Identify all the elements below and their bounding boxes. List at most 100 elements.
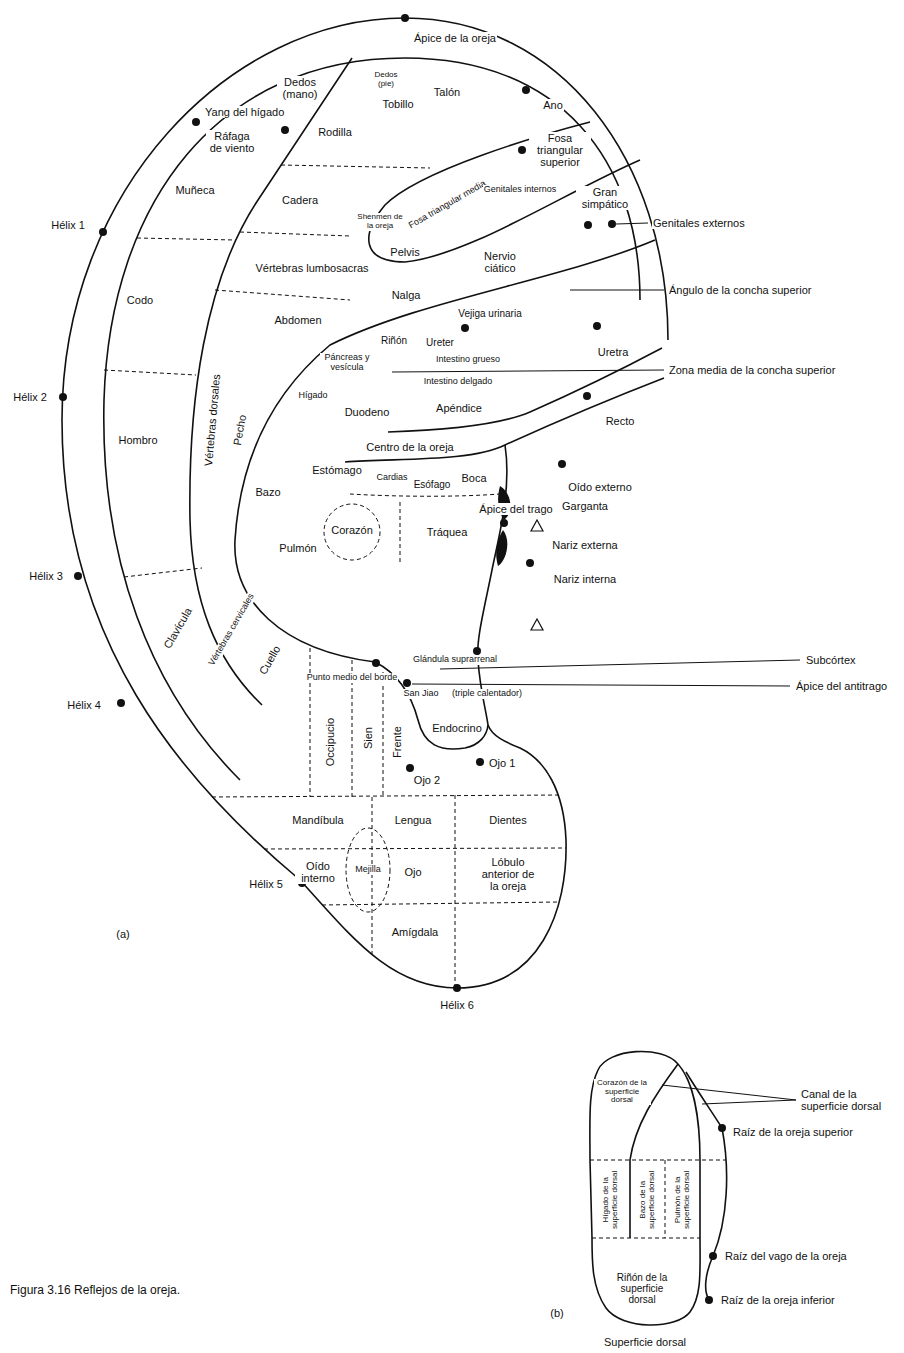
reflex-label: Rodilla <box>317 126 353 138</box>
zone-divider <box>350 494 500 496</box>
cheek-zone <box>346 828 390 912</box>
point-dot <box>608 220 616 228</box>
leader-line <box>412 684 790 686</box>
concha-edge <box>235 240 655 662</box>
reflex-label: Vértebras lumbosacras <box>254 262 369 274</box>
zone-divider <box>215 290 350 300</box>
point-dot <box>403 679 411 687</box>
point-dot <box>372 659 380 667</box>
reflex-label: Oído externo <box>567 481 633 493</box>
reflex-label: Pulmón de la superficie dorsal <box>674 1163 692 1237</box>
reflex-label: Genitales internos <box>483 185 558 195</box>
reflex-label: Hélix 5 <box>248 878 284 890</box>
reflex-label: Tobillo <box>381 98 414 110</box>
reflex-label: Ano <box>542 99 564 111</box>
point-dot <box>74 572 82 580</box>
zone-divider <box>592 1238 700 1239</box>
reflex-label: Dientes <box>488 814 527 826</box>
reflex-label: Duodeno <box>344 406 391 418</box>
reflex-label: Dedos (mano) <box>277 76 323 100</box>
point-dot <box>583 392 591 400</box>
ear-outline <box>62 18 668 988</box>
reflex-label: Yang del hígado <box>204 106 285 118</box>
point-dot <box>401 14 409 22</box>
zone-divider <box>104 370 196 375</box>
reflex-label: Pulmón <box>278 542 317 554</box>
reflex-label: Hélix 2 <box>12 391 48 403</box>
reflex-label: Fosa triangular media <box>407 178 489 231</box>
reflex-label: Garganta <box>561 500 609 512</box>
reflex-label: Ojo 2 <box>413 774 441 786</box>
reflex-label: Bazo de la superficie dorsal <box>639 1163 657 1237</box>
zone-divider <box>665 1160 666 1238</box>
reflex-label: Subcórtex <box>805 654 857 666</box>
reflex-label: Oído interno <box>295 860 341 884</box>
reflex-label: Glándula suprarrenal <box>412 655 498 665</box>
helix-crus-lower <box>345 378 664 462</box>
reflex-label: Ángulo de la concha superior <box>668 284 812 296</box>
zone-divider <box>212 795 562 797</box>
reflex-label: Tráquea <box>426 526 469 538</box>
leader-line <box>392 370 664 372</box>
zone-divider <box>372 797 373 955</box>
reflex-label: Ápice del antitrago <box>795 680 888 692</box>
dorsal-outline <box>590 1051 700 1325</box>
reflex-label: Cardias <box>375 473 408 483</box>
reflex-label: Endocrino <box>431 722 483 734</box>
point-dot <box>709 1252 717 1260</box>
reflex-label: Ráfaga de viento <box>206 130 258 154</box>
leader-line <box>616 223 648 224</box>
zone-divider <box>400 502 401 565</box>
reflex-label: Vejiga urinaria <box>457 308 522 319</box>
zone-divider <box>264 848 566 849</box>
reflex-label: Ojo 1 <box>488 757 516 769</box>
scapha-edge <box>190 58 352 705</box>
reflex-label: Talón <box>433 86 461 98</box>
reflex-label: Muñeca <box>174 184 215 196</box>
reflex-label: Superficie dorsal <box>603 1336 687 1348</box>
zone-divider <box>322 902 560 905</box>
reflex-label: Intestino delgado <box>423 377 494 387</box>
reflex-label: Hígado <box>297 391 328 401</box>
reflex-label: Occipucio <box>324 717 336 767</box>
figure-caption: Figura 3.16 Reflejos de la oreja. <box>10 1283 180 1297</box>
reflex-label: Pelvis <box>389 246 420 258</box>
reflex-label: Hélix 3 <box>28 570 64 582</box>
reflex-label: Lóbulo anterior de la oreja <box>478 856 538 892</box>
reflex-label: Hígado de la superficie dorsal <box>602 1163 620 1237</box>
point-dot <box>473 647 481 655</box>
reflex-label: Sien <box>362 726 374 750</box>
reflex-label: Ápice de la oreja <box>413 32 497 44</box>
point-dot <box>453 984 461 992</box>
reflex-label: Ojo <box>403 866 422 878</box>
reflex-label: Ápice del trago <box>478 503 553 515</box>
zone-divider <box>124 568 202 577</box>
point-dot <box>705 1296 713 1304</box>
point-dot <box>406 764 414 772</box>
reflex-label: Dedos (pie) <box>370 71 402 89</box>
helix-inner-edge <box>104 58 640 780</box>
reflex-label: Corazón <box>330 524 374 536</box>
reflex-label: Clavícula <box>161 605 195 652</box>
reflex-label: Boca <box>460 472 487 484</box>
reflex-label: Lengua <box>394 814 433 826</box>
reflex-label: Pecho <box>231 413 249 448</box>
point-dot <box>522 86 530 94</box>
reflex-label: (b) <box>549 1307 564 1319</box>
reflex-label: Nalga <box>391 289 422 301</box>
triangular-fossa-edge <box>369 122 640 262</box>
point-dot <box>593 322 601 330</box>
reflex-label: Codo <box>126 294 154 306</box>
zone-divider <box>383 672 384 797</box>
reflex-label: Fosa triangular superior <box>529 132 591 168</box>
point-dot <box>500 519 508 527</box>
reflex-label: Vértebras dorsales <box>202 372 222 467</box>
zone-divider <box>310 648 311 797</box>
reflex-label: Vértebras cervicales <box>207 591 257 668</box>
reflex-label: Riñón de la superficie dorsal <box>610 1272 674 1305</box>
leader-line <box>702 1100 796 1104</box>
reflex-label: Corazón de la superficie dorsal <box>594 1079 651 1105</box>
reflex-label: Riñón <box>380 335 408 346</box>
leader-line <box>662 1085 796 1100</box>
reflex-label: Hélix 6 <box>439 999 475 1011</box>
